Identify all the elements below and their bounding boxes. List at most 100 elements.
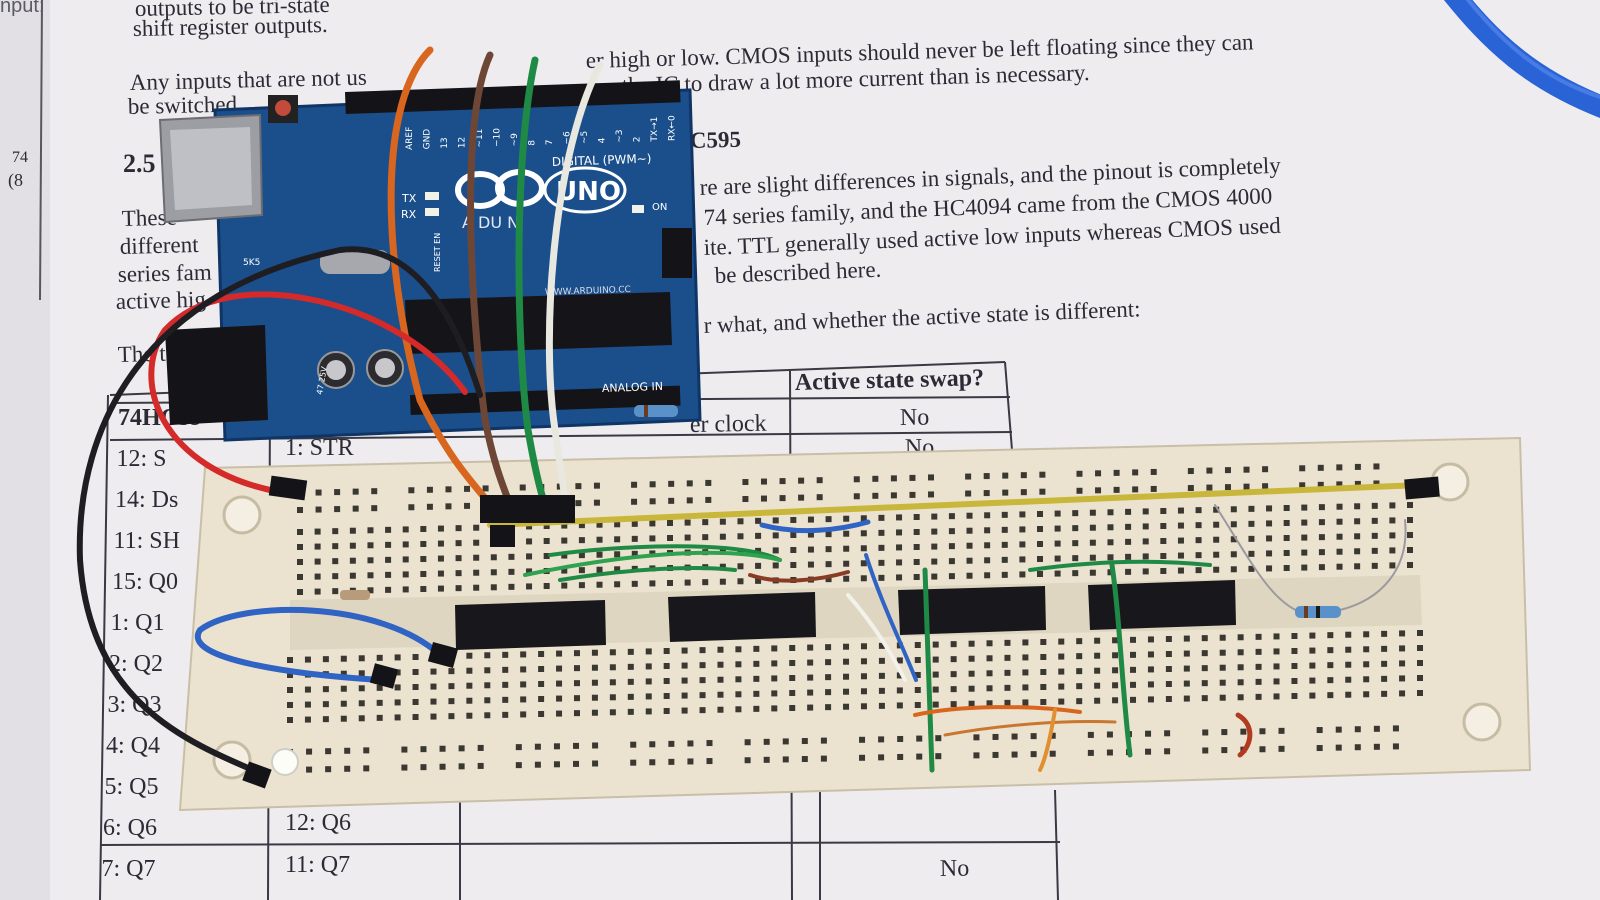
- breadboard-hole: [771, 705, 778, 712]
- breadboard-hole: [508, 583, 515, 590]
- breadboard-hole: [352, 488, 359, 495]
- breadboard-hole: [668, 497, 675, 504]
- breadboard-hole: [614, 521, 621, 528]
- breadboard-hole: [448, 713, 455, 720]
- breadboard-hole: [1309, 632, 1316, 639]
- breadboard-hole: [737, 578, 744, 585]
- breadboard-hole: [649, 580, 656, 587]
- breadboard-hole: [1318, 519, 1325, 526]
- breadboard-hole: [1076, 668, 1083, 675]
- document-line: series fam: [117, 260, 212, 287]
- wire-green-arc-1: [548, 544, 782, 562]
- breadboard-hole: [448, 683, 455, 690]
- breadboard-hole: [553, 761, 560, 768]
- breadboard-hole: [1106, 731, 1113, 738]
- breadboard-hole: [1417, 675, 1423, 681]
- breadboard-hole: [297, 589, 303, 595]
- breadboard-hole: [1037, 511, 1043, 517]
- wire-plugs: [242, 475, 1440, 789]
- breadboard-hole: [358, 700, 365, 707]
- breadboard-hole: [578, 582, 585, 589]
- shift-register-chips: [455, 580, 1236, 650]
- breadboard-hole: [376, 654, 383, 661]
- breadboard-hole: [684, 579, 691, 586]
- breadboard-hole: [322, 716, 329, 723]
- breadboard-hole: [896, 544, 903, 551]
- breadboard-hole: [1201, 635, 1208, 642]
- breadboard-hole: [860, 530, 867, 537]
- breadboard-hole: [973, 752, 980, 759]
- breadboard-hole: [502, 666, 509, 673]
- breadboard-hole: [543, 583, 550, 589]
- breadboard-hole: [609, 664, 616, 671]
- breadboard-hole: [913, 529, 920, 535]
- breadboard-hole: [1213, 536, 1220, 543]
- section-number: 2.5: [123, 149, 156, 178]
- breadboard-hole: [1040, 654, 1047, 660]
- breadboard-hole: [538, 711, 545, 717]
- breadboard-hole: [344, 765, 351, 772]
- breadboard-hole: [1213, 551, 1220, 558]
- breadboard-hole: [332, 573, 339, 580]
- breadboard-hole: [965, 473, 972, 480]
- breadboard-hole: [878, 514, 885, 521]
- breadboard-hole: [591, 649, 598, 656]
- breadboard-hole: [1399, 690, 1406, 697]
- breadboard-hole: [1237, 664, 1244, 671]
- breadboard-hole: [1237, 649, 1244, 656]
- breadboard-hole: [771, 690, 778, 697]
- breadboard-hole: [1054, 555, 1061, 562]
- breadboard-hole: [344, 747, 351, 754]
- breadboard-hole: [1072, 510, 1079, 517]
- breadboard-hole: [596, 581, 603, 588]
- breadboard-hole: [627, 693, 634, 700]
- breadboard-hole: [1183, 695, 1190, 702]
- breadboard-hole: [314, 558, 321, 565]
- breadboard-hole: [914, 702, 921, 708]
- breadboard-hole: [520, 696, 527, 703]
- breadboard-hole: [717, 706, 724, 713]
- breadboard-hole: [593, 499, 600, 506]
- breadboard-hole: [789, 705, 796, 711]
- breadboard-hole: [439, 763, 446, 770]
- breadboard-hole: [807, 531, 814, 538]
- breadboard-hole: [1094, 652, 1101, 659]
- breadboard-hole: [519, 484, 526, 491]
- breadboard-hole: [914, 657, 921, 663]
- breadboard-hole: [853, 476, 860, 483]
- breadboard-hole: [771, 645, 778, 652]
- breadboard-hole: [699, 647, 706, 654]
- breadboard-hole: [782, 756, 789, 763]
- breadboard-hole: [779, 478, 786, 485]
- breadboard-hole: [772, 547, 779, 554]
- breadboard-hole: [1049, 732, 1056, 739]
- wire-orange: [387, 46, 499, 514]
- breadboard-hole: [1407, 562, 1413, 568]
- breadboard-hole: [1373, 463, 1380, 470]
- breadboard-hole: [1283, 505, 1290, 511]
- breadboard-hole: [573, 650, 580, 657]
- breadboard-hole: [1266, 505, 1273, 512]
- breadboard-hole: [807, 674, 814, 681]
- breadboard-hole: [439, 745, 446, 752]
- breadboard-hole: [931, 528, 938, 535]
- breadboard-hole: [807, 561, 814, 568]
- breadboard-hole: [753, 690, 760, 697]
- pin-table-entry: 11: SH: [114, 528, 180, 554]
- breadboard-hole: [914, 672, 921, 678]
- breadboard-hole: [984, 572, 991, 579]
- breadboard-hole: [1407, 517, 1413, 523]
- breadboard-hole: [464, 485, 471, 492]
- breadboard-hole: [445, 503, 452, 510]
- breadboard-hole: [609, 649, 616, 656]
- breadboard-hole: [297, 544, 303, 550]
- arduino-site-text: WWW.ARDUINO.CC: [545, 285, 631, 298]
- breadboard-hole: [573, 760, 580, 767]
- breadboard-hole: [771, 675, 778, 682]
- breadboard-hole: [932, 656, 939, 663]
- pin-table-entry: 14: Ds: [115, 487, 178, 513]
- breadboard-hole: [1206, 467, 1213, 474]
- breadboard-hole: [1318, 564, 1325, 571]
